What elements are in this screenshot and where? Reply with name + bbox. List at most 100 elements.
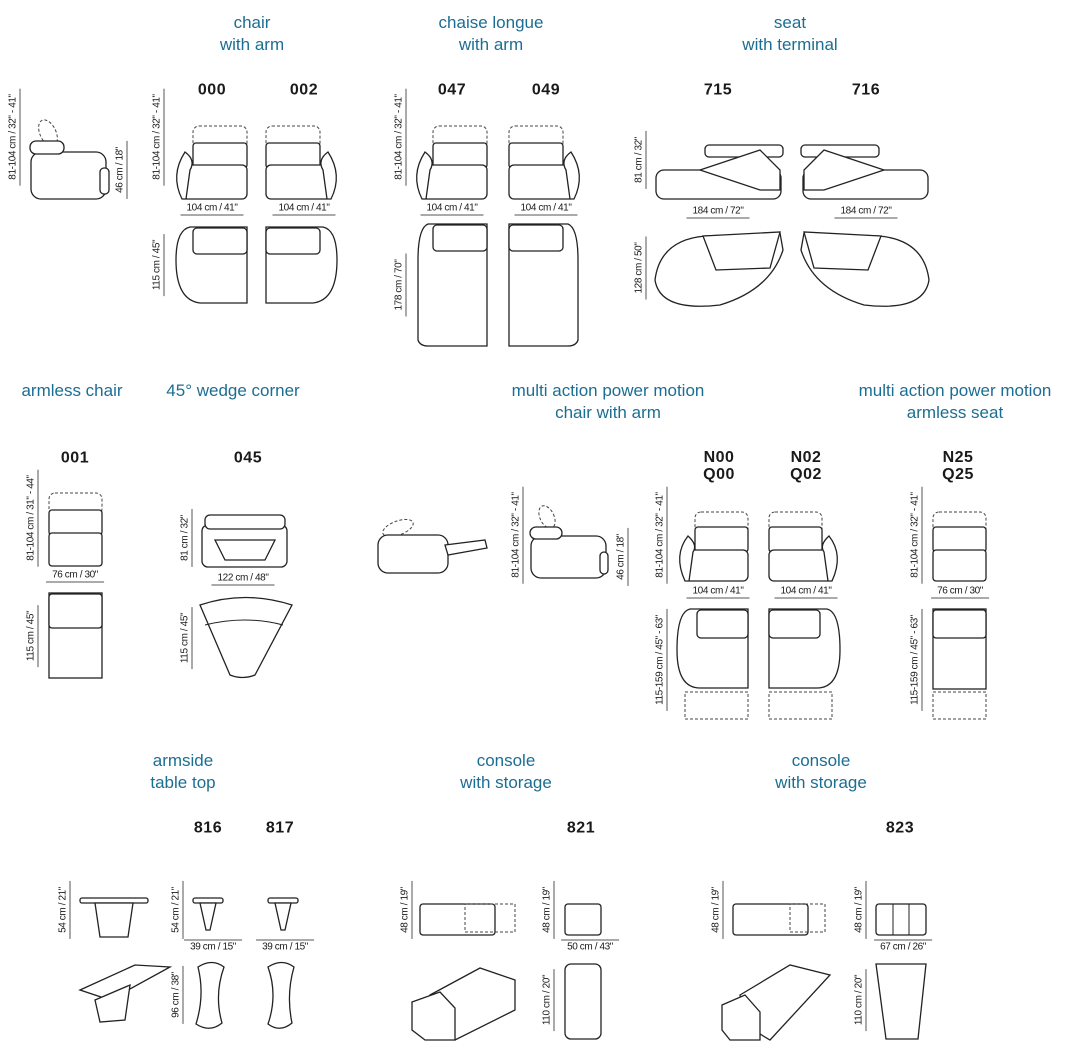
model-code: 045 [233,449,263,467]
table-816-front [192,897,224,931]
dimension-label: 54 cm / 21" [57,881,71,939]
model-code: 716 [851,81,881,99]
wedge-045-top [199,596,293,679]
section-title-armless-chair: armless chair [21,381,123,400]
armless-001-front [48,492,103,567]
model-code: 001 [60,449,90,467]
motion-chair-side [529,505,609,579]
dimension-label: 81-104 cm / 32" - 41" [654,486,668,584]
dimension-label: 39 cm / 15" [184,939,242,953]
dimension-label: 50 cm / 43" [561,939,619,953]
motion-N02-front [768,511,838,582]
dimension-label: 81-104 cm / 32" - 41" [393,88,407,186]
dimension-label: 46 cm / 18" [615,528,629,586]
dimension-label: 104 cm / 41" [686,586,750,599]
console-823-front [732,903,826,936]
section-title-wedge-corner: 45° wedge corner [166,381,300,400]
dimension-label: 46 cm / 18" [114,141,128,199]
motion-N25-top [932,608,987,720]
model-code: 821 [566,819,596,837]
chair-000-top [175,226,248,304]
armless-001-top [48,592,103,679]
dimension-label: 81-104 cm / 31" - 44" [25,469,39,567]
table-817-front [267,897,299,931]
console-823-top [875,963,927,1040]
dimension-label: 115 cm / 45" [179,606,193,670]
dimension-label: 104 cm / 41" [514,203,578,216]
model-code: 000 [197,81,227,99]
wedge-045-front [201,514,288,568]
dimension-label: 110 cm / 20" [541,968,555,1032]
dimension-label: 115 cm / 45" [25,604,39,668]
console-821-front [419,903,516,936]
seat-716-top [800,231,930,307]
dimension-label: 104 cm / 41" [180,203,244,216]
dimension-label: 81 cm / 32" [633,131,647,189]
console-823-perspective [721,964,832,1041]
motion-chair-reclined-side [377,518,488,574]
model-code: 047 [437,81,467,99]
dimension-label: 81-104 cm / 32" - 41" [510,486,524,584]
table-816-side [79,897,149,938]
dimension-label: 67 cm / 26" [874,939,932,953]
chair-002-front [265,125,337,200]
seat-716-front [800,144,929,200]
dimension-label: 48 cm / 19" [853,881,867,939]
dimension-label: 48 cm / 19" [541,881,555,939]
motion-N00-front [679,511,749,582]
chaise-047-front [416,125,488,200]
table-816-perspective [78,964,173,1023]
dimension-label: 104 cm / 41" [774,586,838,599]
motion-N00-top [676,608,749,720]
console-821-top [564,963,602,1040]
dimension-label: 48 cm / 19" [710,881,724,939]
dimension-label: 54 cm / 21" [170,881,184,939]
dimension-label: 122 cm / 48" [211,573,275,586]
dimension-label: 115-159 cm / 45" - 63" [654,609,668,711]
chaise-047-top [417,223,488,347]
seat-715-top [654,231,784,307]
dimension-label: 81-104 cm / 32" - 41" [151,88,165,186]
dimension-label: 184 cm / 72" [834,206,898,219]
model-code: 049 [531,81,561,99]
dimension-label: 81-104 cm / 32" - 41" [7,88,21,186]
model-code: 817 [265,819,295,837]
dimension-label: 184 cm / 72" [686,206,750,219]
dimension-label: 104 cm / 41" [272,203,336,216]
dimension-label: 76 cm / 30" [46,570,104,583]
chaise-049-top [508,223,579,347]
chair-side-view [29,119,110,200]
seat-715-front [655,144,784,200]
motion-N02-top [768,608,841,720]
dimension-label: 115 cm / 45" [151,233,165,297]
dimension-label: 76 cm / 30" [931,586,989,599]
dimension-label: 39 cm / 15" [256,939,314,953]
dimension-label: 104 cm / 41" [420,203,484,216]
model-code: 823 [885,819,915,837]
console-821-side [564,903,602,936]
motion-N25-front [932,511,987,582]
console-823-side [875,903,927,936]
dimension-label: 110 cm / 20" [853,968,867,1032]
chaise-049-front [508,125,580,200]
model-code: 002 [289,81,319,99]
table-817-top [267,961,295,1029]
table-816-top [195,961,225,1029]
chair-002-top [265,226,338,304]
dimension-label: 81-104 cm / 32" - 41" [909,486,923,584]
model-code: 816 [193,819,223,837]
model-code: 715 [703,81,733,99]
dimension-label: 178 cm / 70" [393,253,407,317]
console-821-perspective [411,967,516,1041]
dimension-label: 48 cm / 19" [399,881,413,939]
dimension-label: 128 cm / 50" [633,236,647,300]
